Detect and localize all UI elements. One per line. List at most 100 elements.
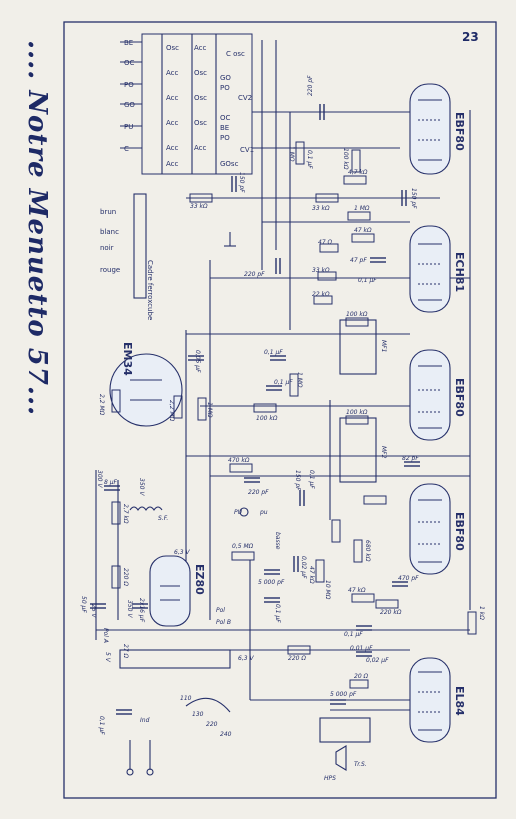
resistor (313, 295, 333, 305)
label: Pol A (102, 628, 109, 643)
label: 220 pF (248, 489, 269, 496)
label: 100 kΩ (346, 409, 368, 416)
resistor (353, 539, 363, 563)
band-label: PO (124, 81, 134, 89)
resistor (343, 175, 367, 185)
label: basse (274, 532, 281, 550)
label: 0,02 µF (300, 556, 307, 579)
frame-border (63, 21, 497, 799)
label: 5 000 pF (330, 691, 357, 698)
label: MF2 (380, 446, 387, 459)
ferrite-rod (133, 193, 147, 299)
label: 1 MΩ (206, 402, 213, 418)
label: 100 kΩ (256, 415, 278, 422)
cadre-wire: rouge (100, 266, 120, 274)
switch-label: Osc (194, 94, 207, 102)
label: 5 V (104, 652, 111, 663)
mains-terminal-1 (126, 768, 134, 776)
label: 50 µF (80, 596, 87, 613)
switch-label: Acc (166, 69, 179, 77)
label: 470 kΩ (228, 457, 250, 464)
label: pu (259, 509, 268, 516)
label: 6,3 V (174, 549, 190, 556)
label: 100 kΩ (346, 311, 368, 318)
filter-choke (129, 506, 163, 511)
voltage-selector (185, 697, 231, 713)
label: 150 pF (410, 188, 417, 209)
voltage-tap: 110 (180, 695, 192, 702)
switch-label: GOsc (220, 160, 239, 168)
label: 47 kΩ (354, 227, 372, 234)
label: 220 Ω (288, 655, 306, 662)
tube-label-el84: EL84 (453, 686, 466, 716)
resistor (315, 193, 339, 203)
label: 150 pF (238, 172, 245, 193)
switch-label: Osc (194, 119, 207, 127)
tube-label-ech81: ECH81 (453, 252, 466, 292)
tube-ebf80-top (409, 83, 451, 175)
label: 2,2 MΩ (168, 400, 175, 422)
label: 20 Ω (354, 673, 369, 680)
label: MF1 (380, 340, 387, 352)
label: 25 V (90, 604, 97, 619)
voltage-tap: 220 (206, 721, 218, 728)
band-label: OC (124, 59, 135, 67)
label: 33 kΩ (312, 205, 330, 212)
resistor (317, 271, 337, 281)
label: 47 kΩ (308, 566, 315, 584)
switch-label: PO (220, 134, 230, 142)
label: 1 MΩ (354, 205, 370, 212)
if-transformer-mf1 (339, 319, 377, 375)
label: HPS (324, 775, 336, 782)
switch-label: Acc (166, 119, 179, 127)
label: 350 V (126, 600, 133, 618)
label: 350 V (138, 478, 145, 496)
label: 47 Ω (318, 239, 333, 246)
loudspeaker-icon (335, 745, 347, 771)
switch-label: Acc (194, 44, 207, 52)
resistor (231, 551, 255, 561)
resistor (197, 397, 207, 421)
output-transformer (319, 717, 371, 743)
label: 4,7 kΩ (348, 169, 368, 176)
tube-label-ebf80-mid: EBF80 (453, 378, 466, 417)
resistor (345, 415, 369, 425)
label: 0,05 µF (194, 350, 201, 373)
label: 220 pF (307, 75, 314, 96)
cadre-label: Cadre ferroxcube (146, 260, 154, 320)
label: 0,1 µF (308, 470, 315, 489)
label: 100 kΩ (342, 148, 349, 170)
label: 0,1 µF (306, 150, 313, 169)
resistor (345, 317, 369, 327)
switch-label: CV1 (240, 146, 254, 154)
label: 1 MΩ (296, 372, 303, 388)
tube-ech81 (409, 225, 451, 313)
cadre-wire: blanc (100, 228, 119, 236)
resistor (351, 233, 375, 243)
switch-label: Acc (166, 160, 179, 168)
resistor (351, 593, 375, 603)
label: 6,3 V (238, 655, 254, 662)
label: 2,7 kΩ (122, 504, 129, 524)
label: Pol B (216, 619, 231, 626)
pu-socket (239, 507, 249, 517)
label: 27 Ω (122, 644, 129, 659)
band-label: C (124, 145, 129, 153)
label: 0,02 µF (366, 657, 389, 664)
switch-label: Osc (166, 44, 179, 52)
resistor (287, 645, 311, 655)
resistor (351, 149, 361, 173)
label: 1 kΩ (478, 606, 485, 620)
label: 0,01 µF (350, 645, 373, 652)
tube-label-em34: EM34 (121, 342, 134, 376)
switch-label: BE (220, 124, 229, 132)
label: Ind (140, 717, 150, 724)
resistor (229, 463, 253, 473)
label: 5 000 pF (258, 579, 285, 586)
voltage-tap: 130 (192, 711, 204, 718)
switch-label: PO (220, 84, 230, 92)
resistor (111, 389, 121, 413)
if-transformer-mf2 (339, 417, 377, 483)
